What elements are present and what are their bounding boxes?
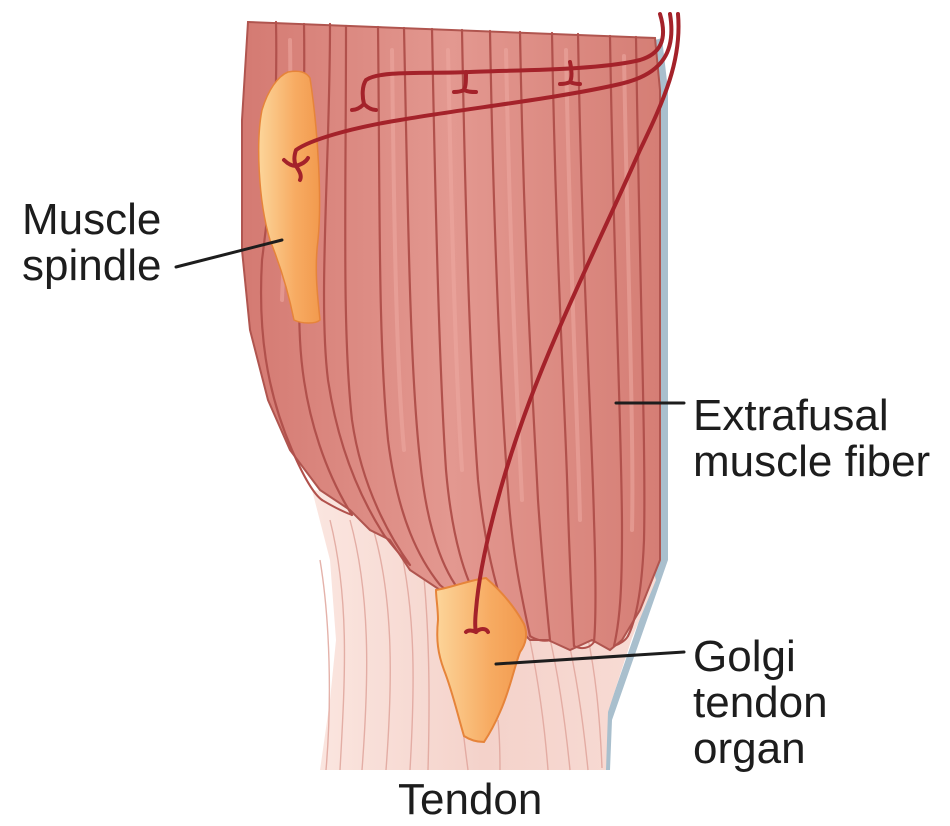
label-extrafusal-line2: muscle fiber — [693, 439, 930, 485]
label-extrafusal-fiber: Extrafusal muscle fiber — [693, 393, 930, 485]
label-muscle-spindle: Muscle spindle — [22, 197, 161, 289]
label-golgi-line3: organ — [693, 726, 828, 772]
label-golgi-line2: tendon — [693, 680, 828, 726]
label-tendon: Tendon — [398, 777, 542, 823]
label-golgi-tendon-organ: Golgi tendon organ — [693, 634, 828, 772]
label-golgi-line1: Golgi — [693, 634, 828, 680]
label-extrafusal-line1: Extrafusal — [693, 393, 930, 439]
label-muscle-spindle-line1: Muscle — [22, 197, 161, 243]
label-muscle-spindle-line2: spindle — [22, 243, 161, 289]
